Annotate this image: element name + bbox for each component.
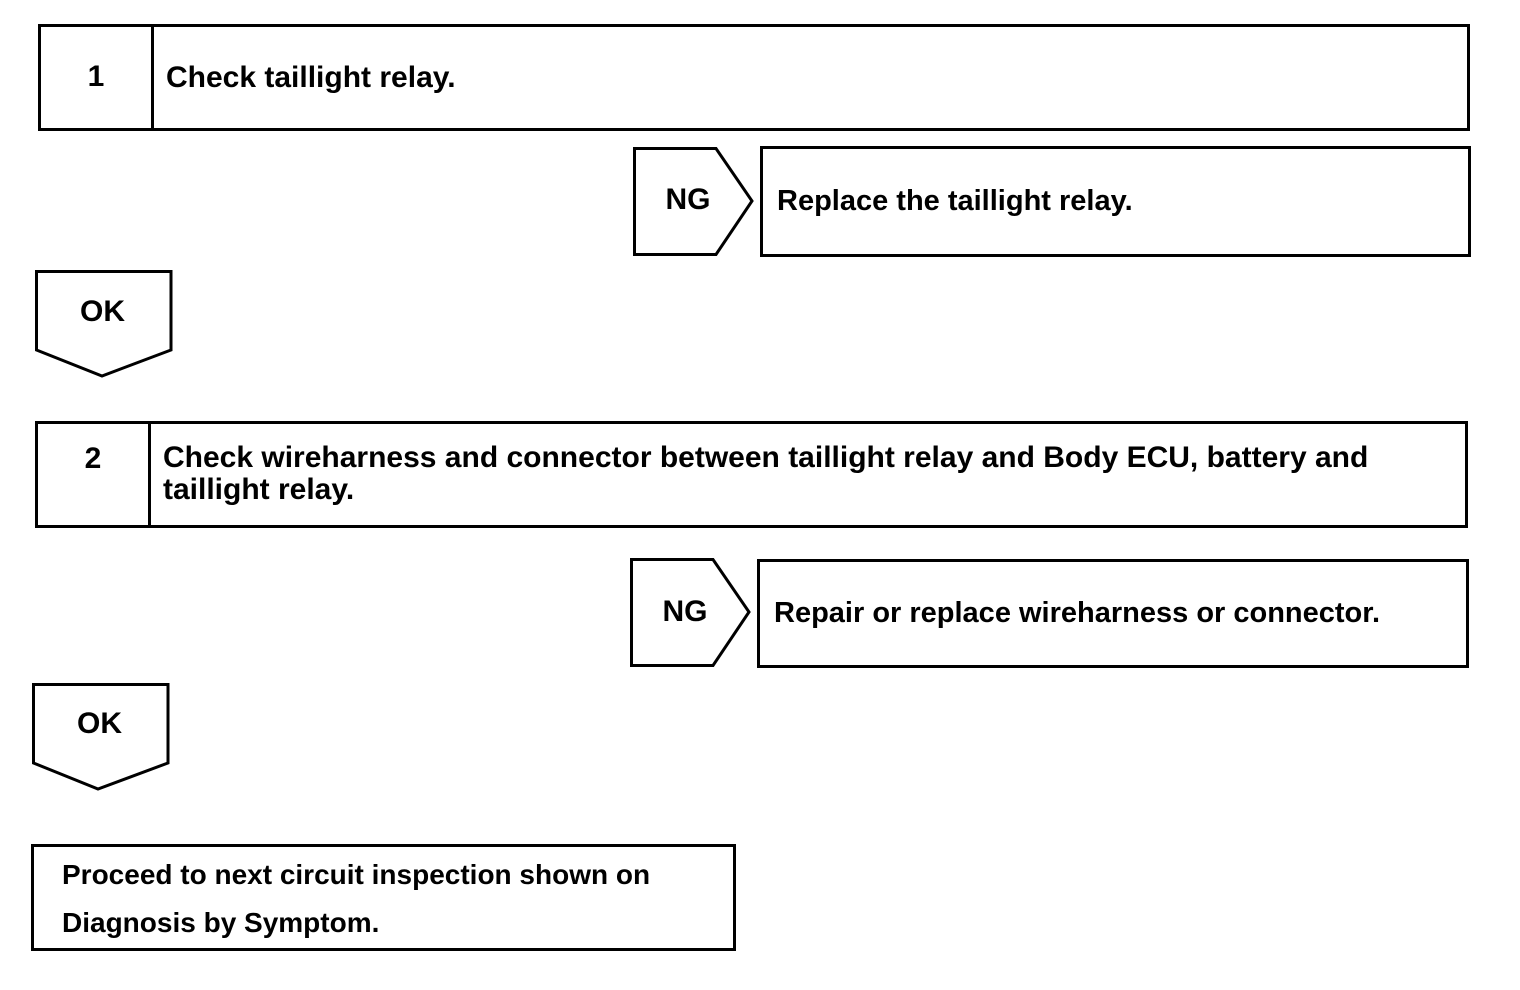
ok-arrow-1 — [35, 270, 173, 378]
ng-action-2-text: Repair or replace wireharness or connect… — [774, 597, 1381, 629]
ok-label-1: OK — [80, 295, 125, 328]
step-1-box: 1 Check taillight relay. — [38, 24, 1470, 131]
ok-label-2: OK — [77, 707, 122, 740]
step-2-box: 2 Check wireharness and connector betwee… — [35, 421, 1468, 528]
final-instruction-text: Proceed to next circuit inspection shown… — [62, 859, 651, 938]
step-1-title: Check taillight relay. — [166, 61, 456, 94]
step-2-number: 2 — [38, 424, 151, 525]
ng-label-1: NG — [665, 183, 711, 216]
ng-action-1-text: Replace the taillight relay. — [777, 185, 1133, 217]
step-2-title: Check wireharness and connector between … — [163, 441, 1369, 506]
ng-arrow-1 — [633, 147, 754, 256]
ng-action-2-box: Repair or replace wireharness or connect… — [757, 559, 1469, 668]
ng-action-1-box: Replace the taillight relay. — [760, 146, 1471, 257]
step-1-number: 1 — [41, 27, 154, 128]
ng-arrow-2 — [630, 558, 751, 667]
ng-label-2: NG — [662, 595, 708, 628]
final-instruction-box: Proceed to next circuit inspection shown… — [31, 844, 736, 951]
ok-arrow-2 — [32, 683, 170, 791]
